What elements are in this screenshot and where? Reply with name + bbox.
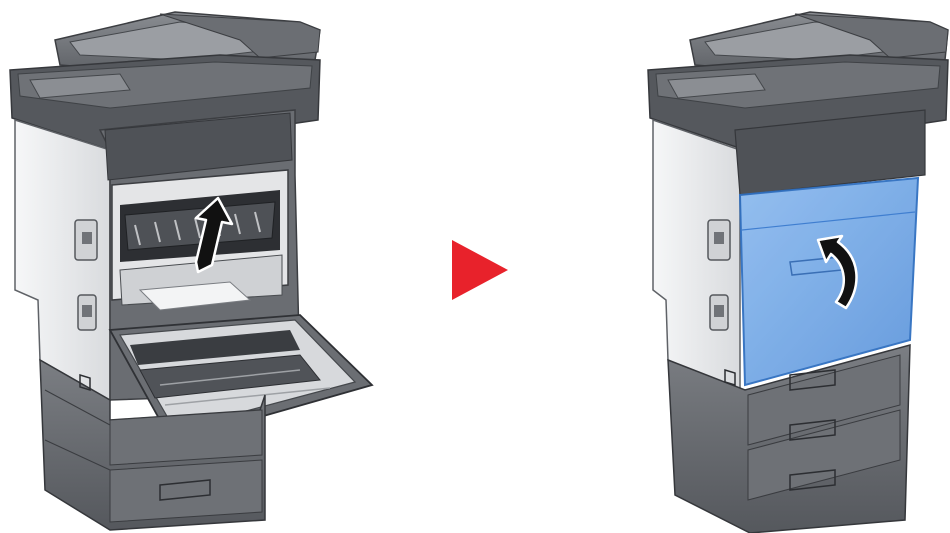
next-step-arrow-icon bbox=[452, 240, 508, 300]
printer-open-cover bbox=[10, 12, 372, 530]
printer-closed-cover bbox=[648, 12, 948, 533]
